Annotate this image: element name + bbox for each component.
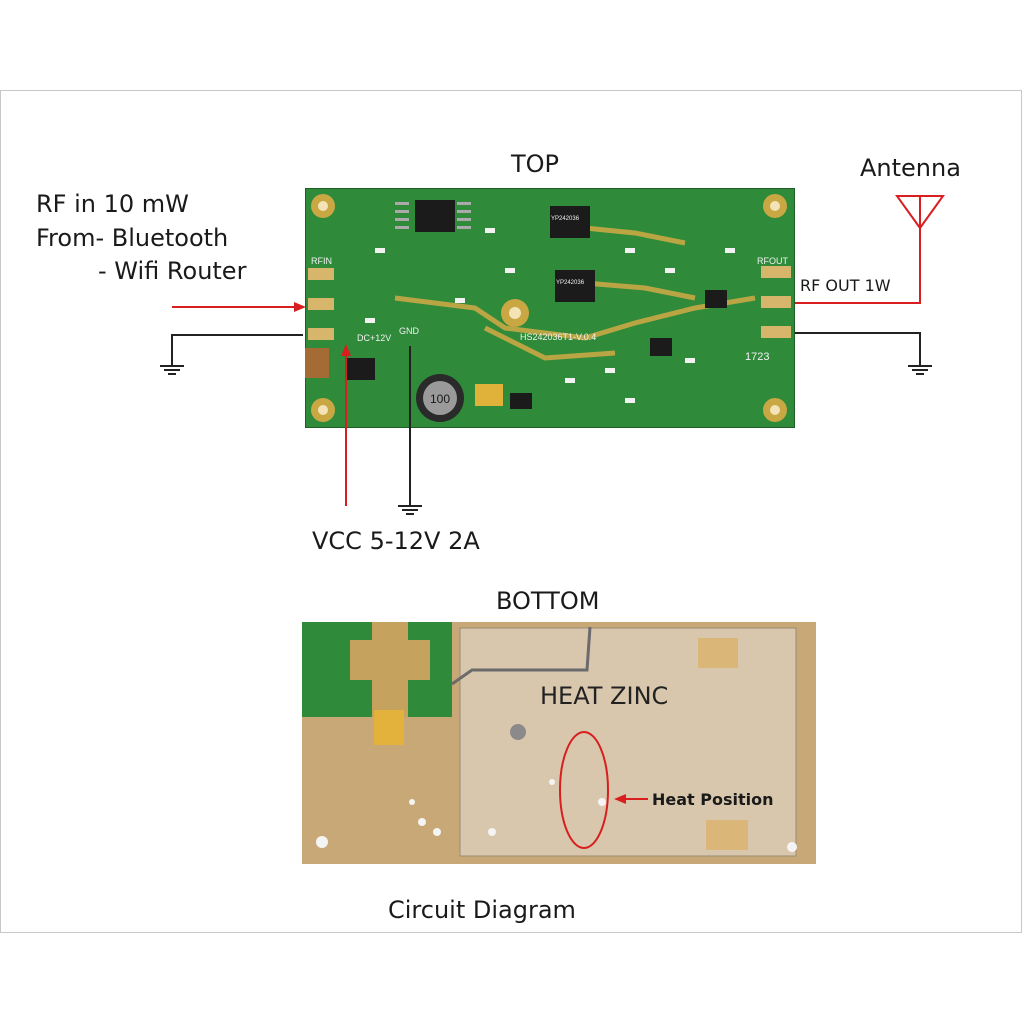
- top-title: TOP: [511, 150, 560, 178]
- silk-chip-2: YP242036: [556, 280, 585, 286]
- caption: Circuit Diagram: [388, 896, 576, 924]
- silk-dc: DC+12V: [357, 333, 391, 343]
- right-ground-wire: [795, 332, 921, 365]
- heat-zinc-label: HEAT ZINC: [540, 682, 669, 710]
- silk-gnd: GND: [399, 326, 420, 336]
- mounting-holes: [311, 194, 787, 422]
- inductor-marking: 100: [430, 392, 450, 406]
- bottom-board: [302, 622, 816, 864]
- rf-in-line-3: - Wifi Router: [98, 257, 247, 285]
- top-board-drawing: 100 RFIN RFOUT DC+12V GND HS242036T1-V.0…: [305, 188, 795, 428]
- image-frame: [0, 90, 1022, 933]
- heat-position-arrowhead: [614, 794, 626, 804]
- silk-chip-1: YP242036: [551, 216, 580, 222]
- antenna-label: Antenna: [860, 154, 961, 182]
- rf-out-wire: [795, 228, 921, 304]
- right-ground-symbol: [908, 365, 932, 375]
- rf-in-line-2: From- Bluetooth: [36, 224, 229, 252]
- silk-model: HS242036T1-V.0.4: [520, 332, 596, 342]
- heat-position-label: Heat Position: [652, 790, 774, 809]
- rf-in-line-1: RF in 10 mW: [36, 190, 189, 218]
- bottom-board-drawing: [302, 622, 816, 864]
- silk-rfin: RFIN: [311, 256, 332, 266]
- heat-position-ellipse: [559, 731, 609, 849]
- rf-in-arrowhead: [294, 302, 306, 312]
- vcc-label: VCC 5-12V 2A: [312, 527, 480, 555]
- antenna-symbol: [895, 195, 945, 230]
- rf-out-label: RF OUT 1W: [800, 276, 891, 295]
- silk-code: 1723: [745, 351, 769, 363]
- silk-rfout: RFOUT: [757, 256, 788, 266]
- bottom-title: BOTTOM: [496, 587, 600, 615]
- left-ground-wire: [171, 334, 303, 365]
- top-board: 100 RFIN RFOUT DC+12V GND HS242036T1-V.0…: [305, 188, 795, 428]
- gnd-symbol: [398, 505, 422, 515]
- vcc-arrowhead: [341, 344, 351, 356]
- left-ground-symbol: [160, 365, 184, 375]
